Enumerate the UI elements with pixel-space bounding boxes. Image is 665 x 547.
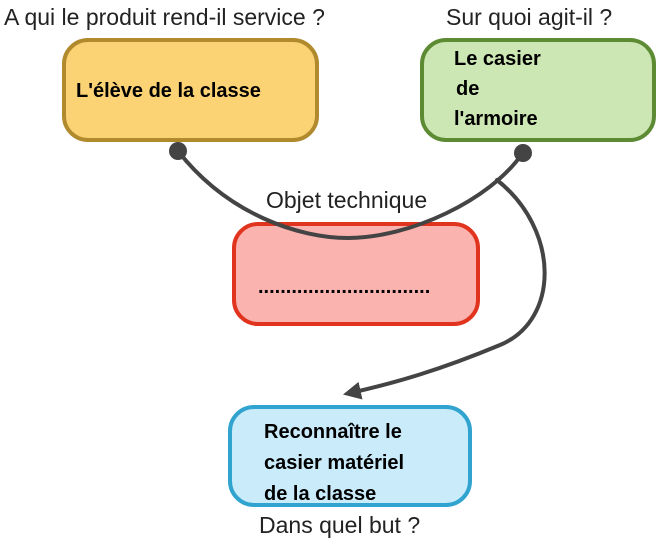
- goal-box: [228, 405, 472, 507]
- goal-box-label: Reconnaître le casier matériel de la cla…: [264, 417, 404, 510]
- matter-box-label: Le casier de l'armoire: [454, 44, 541, 134]
- user-connector-dot: [169, 142, 187, 160]
- question-matter: Sur quoi agit-il ?: [446, 4, 613, 30]
- technical-object-placeholder: ...............................: [258, 276, 431, 298]
- matter-connector-dot: [514, 144, 532, 162]
- matter-box-line: l'armoire: [454, 108, 538, 130]
- question-user: A qui le produit rend-il service ?: [4, 4, 325, 30]
- matter-box-line: Le casier: [454, 48, 541, 70]
- matter-box-line: de: [456, 78, 480, 100]
- matter-box: [420, 38, 656, 142]
- question-goal: Dans quel but ?: [259, 512, 421, 538]
- goal-box-line: casier matériel: [264, 452, 405, 474]
- question-technical-object: Objet technique: [266, 187, 428, 213]
- user-box-label: L'élève de la classe: [76, 80, 261, 102]
- goal-box-line: de la classe: [264, 483, 377, 505]
- user-box: [62, 38, 319, 142]
- goal-box-line: Reconnaître le: [264, 421, 402, 443]
